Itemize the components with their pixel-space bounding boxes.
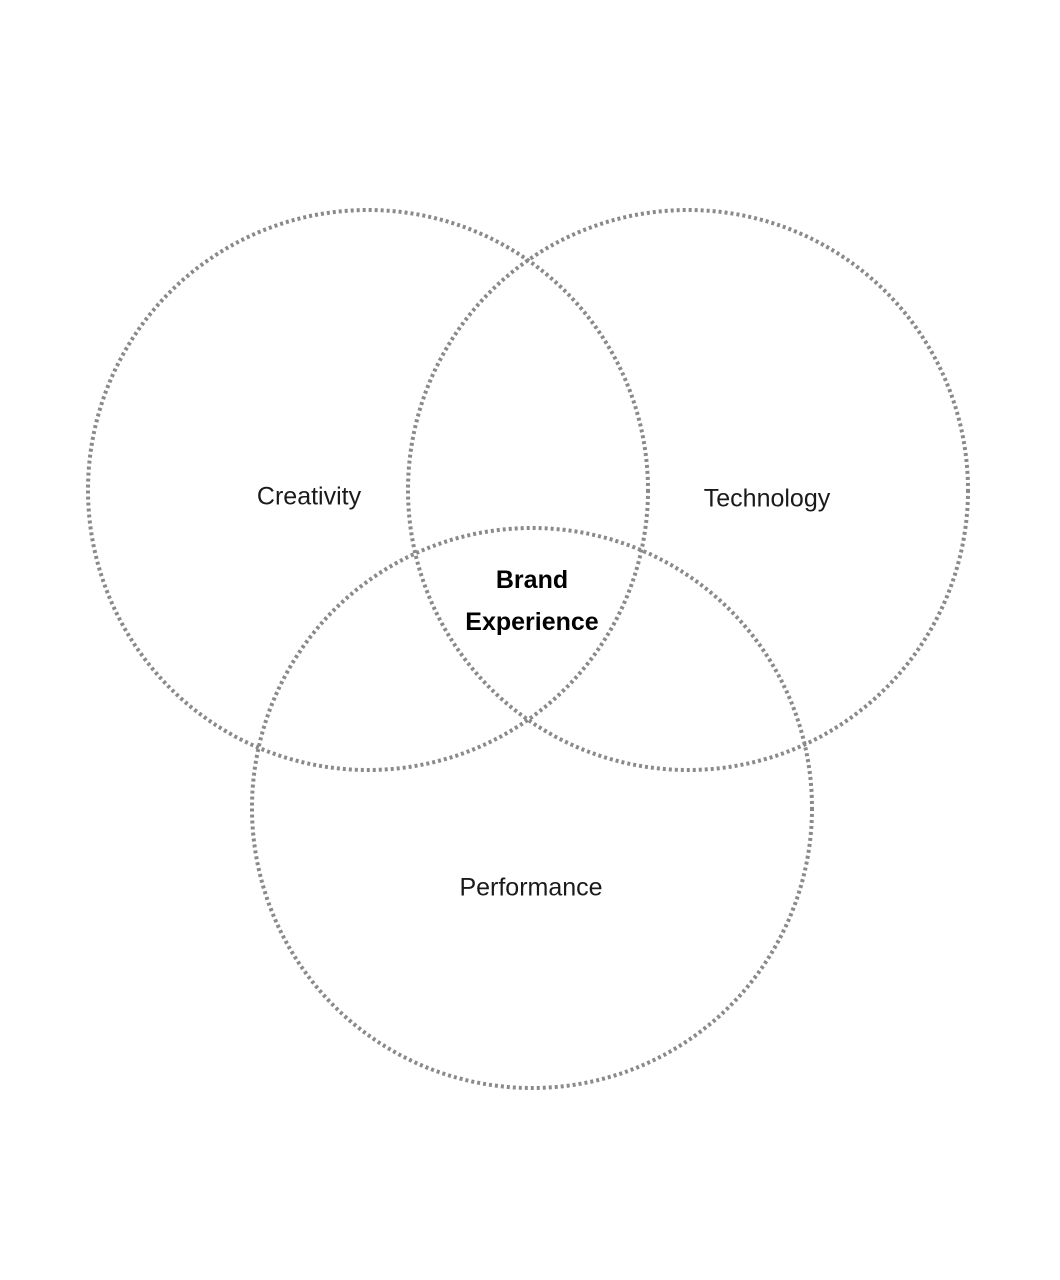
circle-creativity xyxy=(86,208,650,772)
circle-technology xyxy=(406,208,970,772)
center-line-2: Experience xyxy=(465,608,599,636)
center-line-1: Brand xyxy=(495,566,569,594)
circle-performance xyxy=(250,526,814,1090)
label-creativity: Creativity xyxy=(256,482,362,511)
label-performance: Performance xyxy=(459,873,603,902)
label-technology: Technology xyxy=(703,484,831,513)
label-brand-experience: Brand Experience xyxy=(465,559,598,643)
